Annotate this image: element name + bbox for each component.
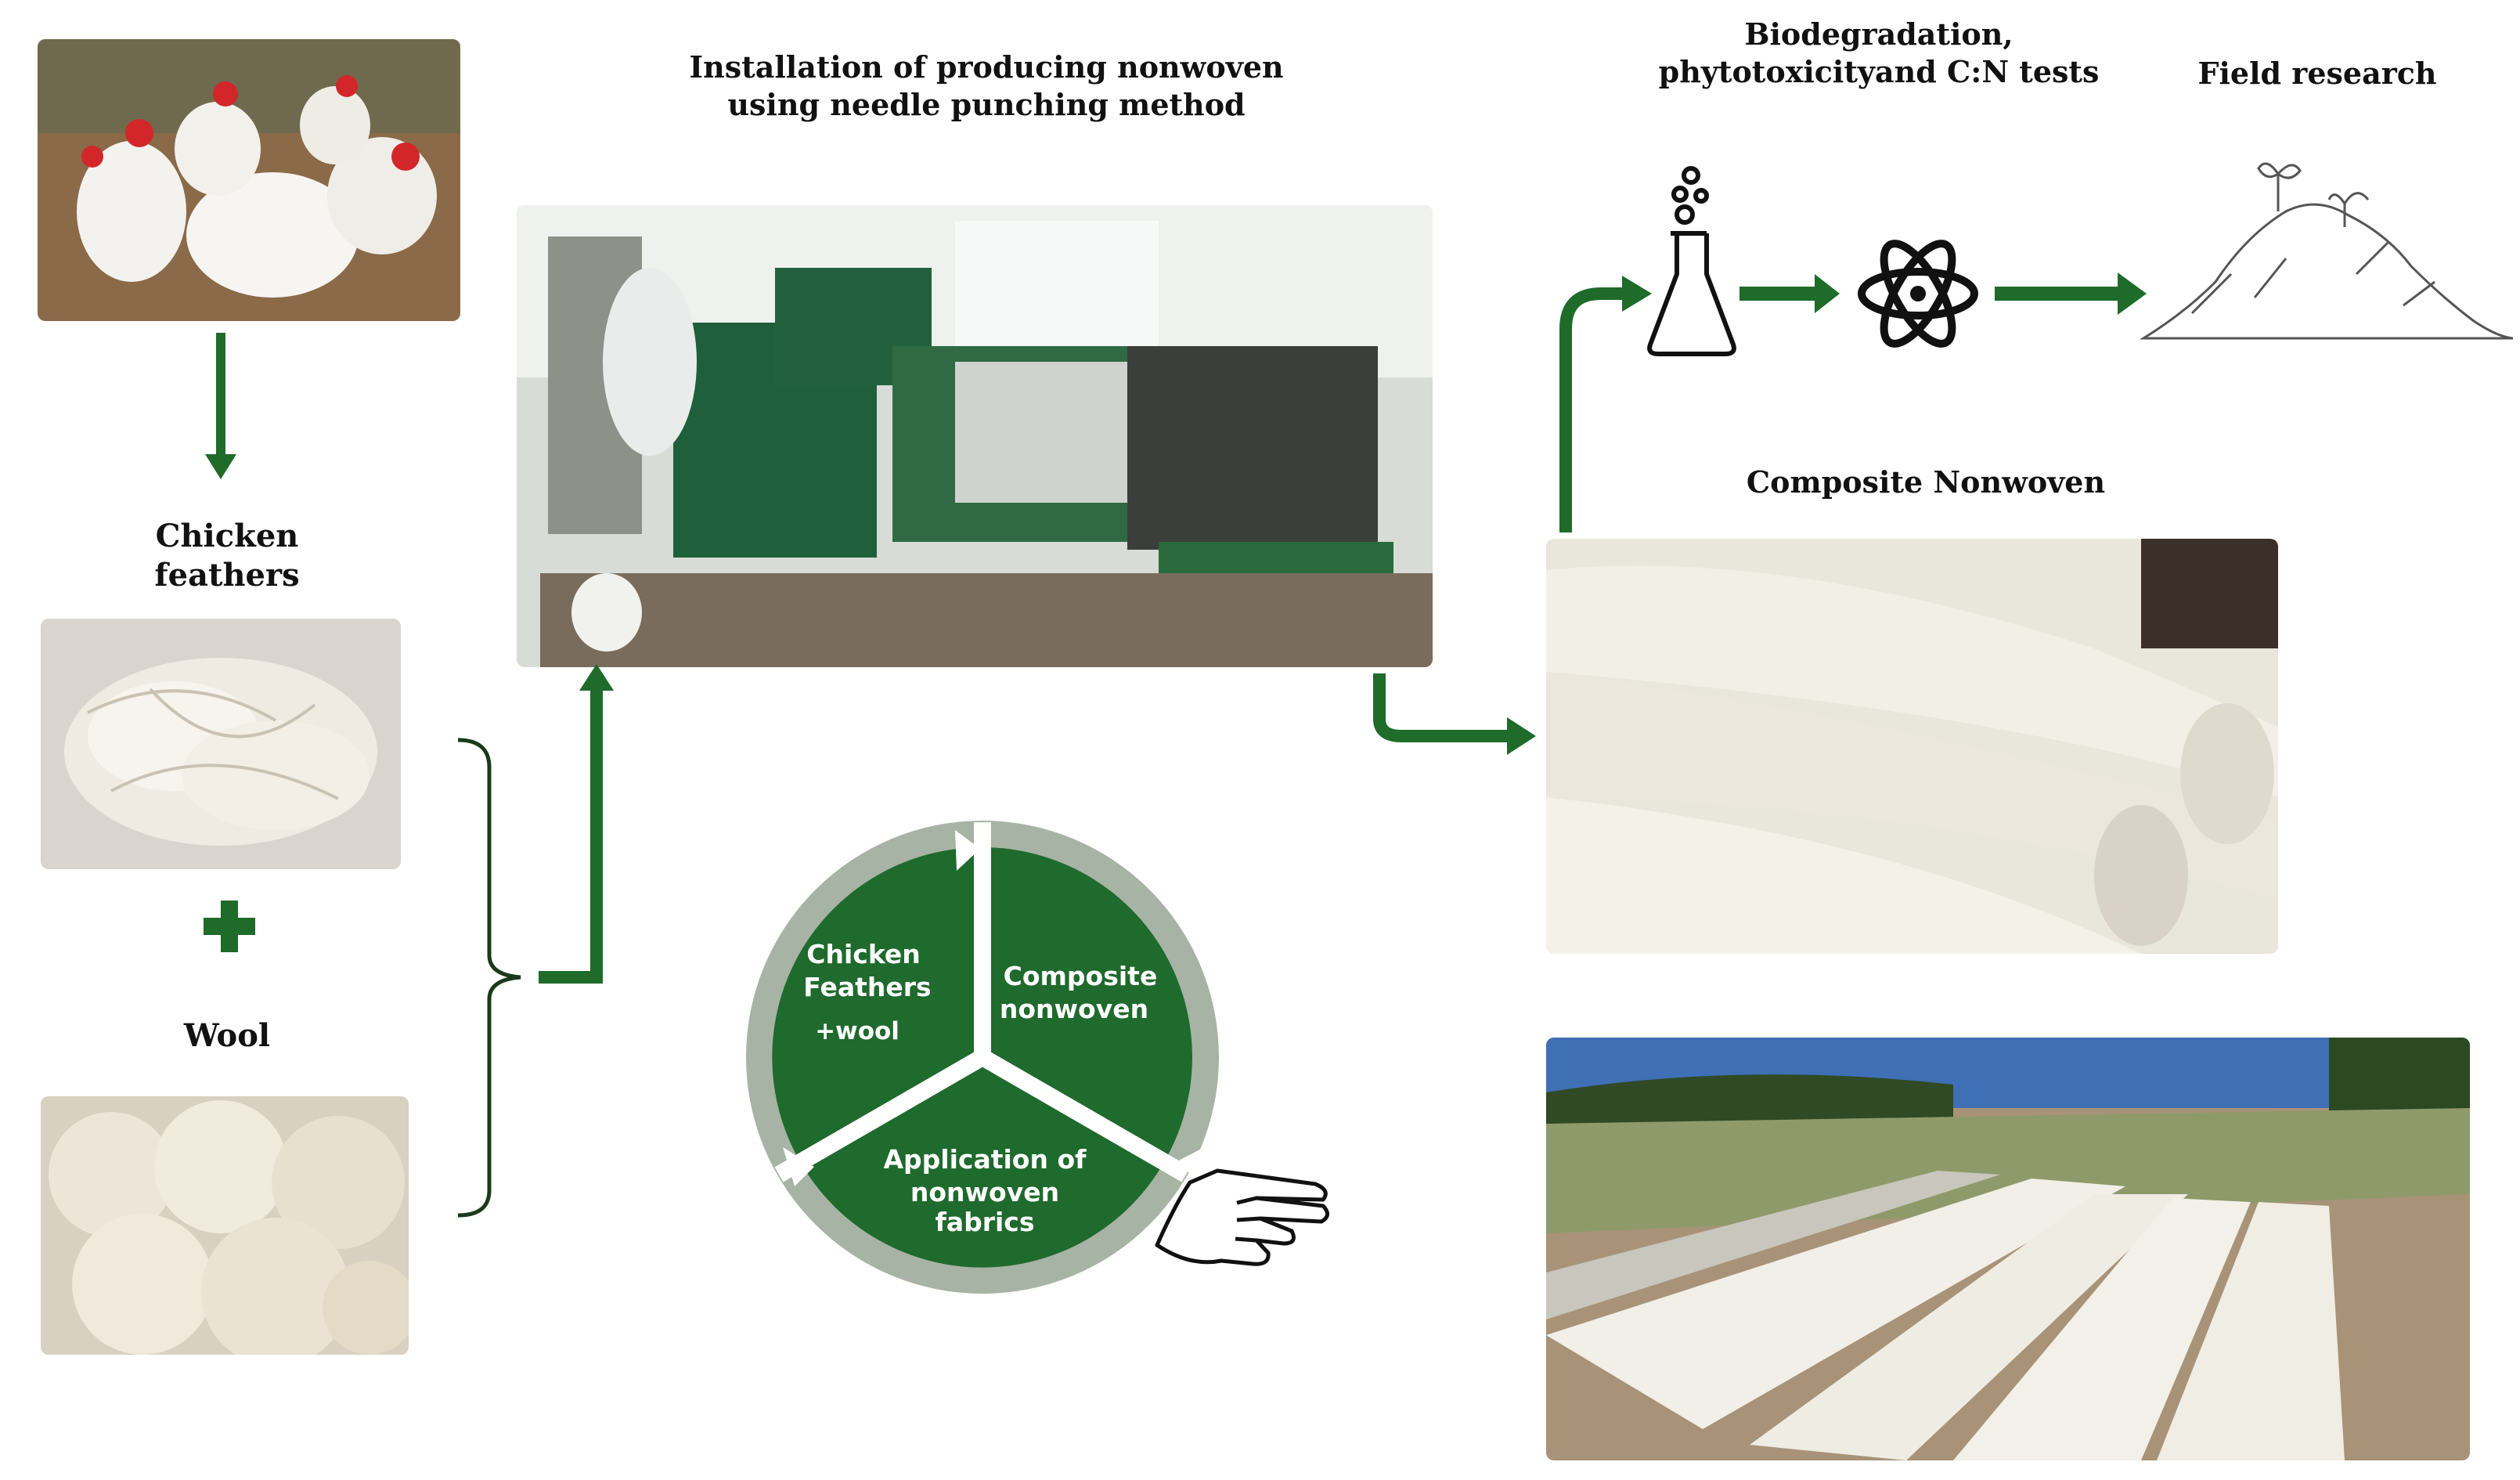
wheel-segment3-line2: nonwoven	[910, 1177, 1059, 1207]
wheel-segment1-line2: Feathers	[803, 972, 931, 1002]
wheel-segment2-line1: Composite	[1004, 961, 1158, 991]
atom-icon	[1858, 240, 1978, 348]
installation-title-line2: using needle punching method	[727, 86, 1246, 122]
arrow-composite-to-tests	[1559, 276, 1652, 532]
wool-photo	[41, 1096, 409, 1355]
arrow-machine-to-composite	[1373, 673, 1536, 755]
plus-icon	[204, 901, 255, 952]
installation-title: Installation of producing nonwoven using…	[658, 49, 1315, 123]
composite-nonwoven-photo	[1546, 539, 2278, 954]
process-cycle-wheel	[746, 821, 1219, 1294]
flask-icon	[1647, 166, 1736, 356]
sprout-mound-icon	[2139, 162, 2514, 340]
feathers-photo	[41, 619, 401, 869]
wheel-segment1-line3: +wool	[815, 1017, 899, 1045]
needle-punching-machine-photo	[517, 205, 1433, 667]
wheel-segment3-line1: Application of	[883, 1144, 1087, 1175]
chicken-feathers-label: Chicken feathers	[125, 517, 329, 595]
composite-nonwoven-title: Composite Nonwoven	[1746, 464, 2106, 500]
wheel-segment1-line1: Chicken	[806, 939, 921, 969]
chicken-label-line1: Chicken	[155, 518, 299, 554]
arrow-up-to-machine	[539, 664, 614, 984]
chicken-label-line2: feathers	[154, 557, 300, 594]
arrow-flask-to-atom	[1739, 274, 1840, 313]
wool-label: Wool	[183, 1017, 271, 1054]
grouping-brace	[457, 738, 521, 1218]
pointing-hand-icon	[1155, 1168, 1329, 1266]
chickens-photo	[38, 39, 460, 321]
tests-title: Biodegradation, phytotoxicityand C:N tes…	[1613, 16, 2145, 90]
tests-title-line2: phytotoxicityand C:N tests	[1658, 53, 2100, 89]
wheel-segment3-line3: fabrics	[935, 1207, 1034, 1237]
arrow-down-chickens	[205, 333, 236, 479]
wheel-segment2-line2: nonwoven	[1000, 994, 1148, 1024]
installation-title-line1: Installation of producing nonwoven	[689, 49, 1284, 85]
arrow-atom-to-field	[1995, 273, 2147, 315]
field-research-title: Field research	[2197, 56, 2437, 91]
field-photo	[1546, 1038, 2470, 1460]
tests-title-line1: Biodegradation,	[1744, 16, 2013, 52]
